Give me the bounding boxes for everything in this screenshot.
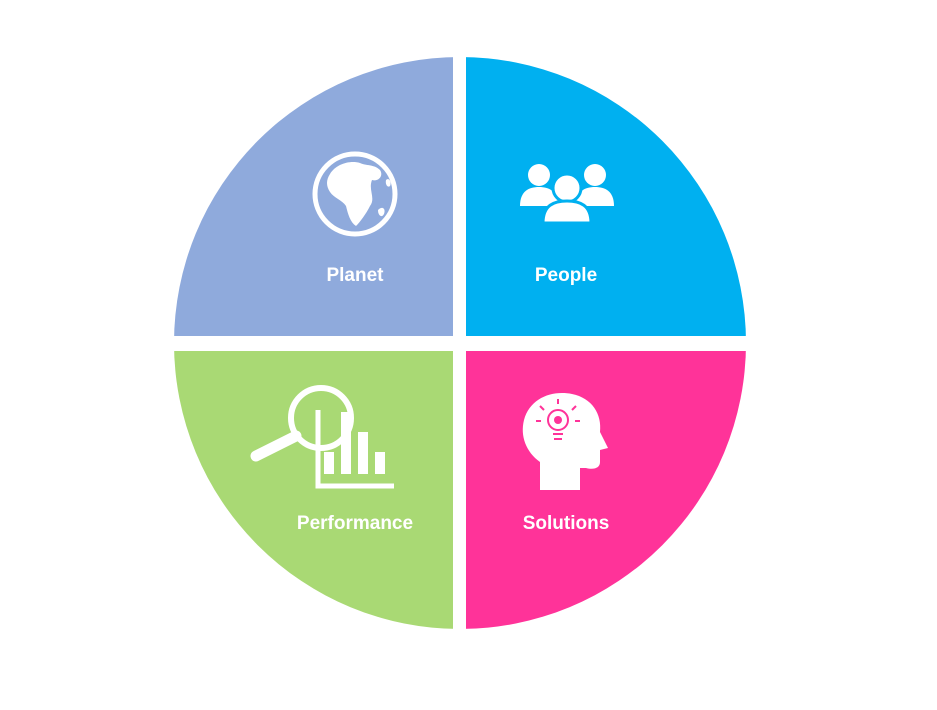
head-lightbulb-icon	[522, 393, 608, 490]
quadrant-planet-label: Planet	[326, 265, 384, 286]
quadrant-performance[interactable]	[170, 351, 453, 636]
quadrant-performance-label: Performance	[297, 513, 413, 534]
quadrant-solutions-label: Solutions	[523, 513, 610, 534]
magnifier-chart-icon	[250, 385, 394, 489]
people-group-icon	[520, 164, 614, 225]
globe-icon	[312, 151, 398, 237]
quadrant-planet[interactable]	[170, 55, 453, 336]
quadrant-people-label: People	[535, 265, 597, 286]
quadrant-solutions[interactable]	[466, 351, 756, 636]
quadrant-solutions-fill	[466, 351, 746, 629]
quadrant-performance-fill	[174, 351, 453, 629]
quadrant-planet-fill	[174, 57, 453, 336]
